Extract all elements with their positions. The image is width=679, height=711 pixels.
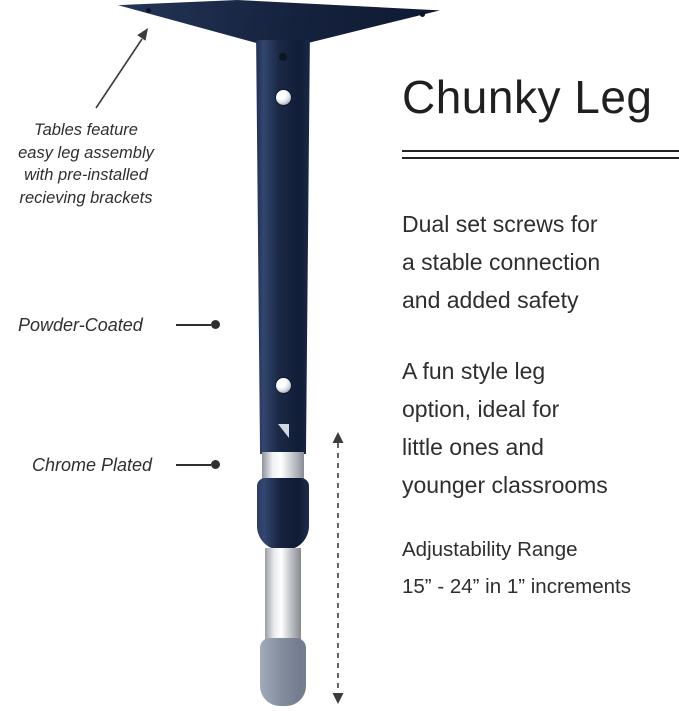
chrome-plated-pointer-dot xyxy=(211,460,220,469)
page-title: Chunky Leg xyxy=(402,71,653,123)
column-screw-hole xyxy=(279,53,287,61)
mounting-plate xyxy=(118,0,440,43)
chrome-plated-pointer-line xyxy=(176,464,211,466)
feature-adjustability-range: Adjustability Range 15” - 24” in 1” incr… xyxy=(402,538,632,598)
rubber-foot xyxy=(260,638,306,706)
pointer-arrow-icon xyxy=(95,28,148,109)
feature-dual-set-screws: Dual set screws for a stable connection … xyxy=(402,211,601,313)
title-underline xyxy=(402,157,679,159)
adjustability-range-arrow-icon xyxy=(332,432,344,704)
powder-coated-pointer-line xyxy=(176,324,211,326)
feature-fun-style: A fun style leg option, ideal for little… xyxy=(402,358,608,498)
set-screw-icon xyxy=(276,378,291,393)
plate-screw-hole xyxy=(420,12,425,17)
assembly-note: Tables feature easy leg assembly with pr… xyxy=(18,121,154,207)
chrome-plated-label: Chrome Plated xyxy=(32,455,153,475)
title-underline xyxy=(402,150,679,152)
brand-mark-icon xyxy=(278,424,289,438)
chrome-tube xyxy=(265,548,301,646)
set-screw-icon xyxy=(276,90,291,105)
leg-sleeve xyxy=(257,478,309,550)
chrome-collar xyxy=(262,452,304,480)
plate-screw-hole xyxy=(146,8,151,13)
powder-coated-pointer-dot xyxy=(211,320,220,329)
powder-coated-label: Powder-Coated xyxy=(18,315,143,335)
